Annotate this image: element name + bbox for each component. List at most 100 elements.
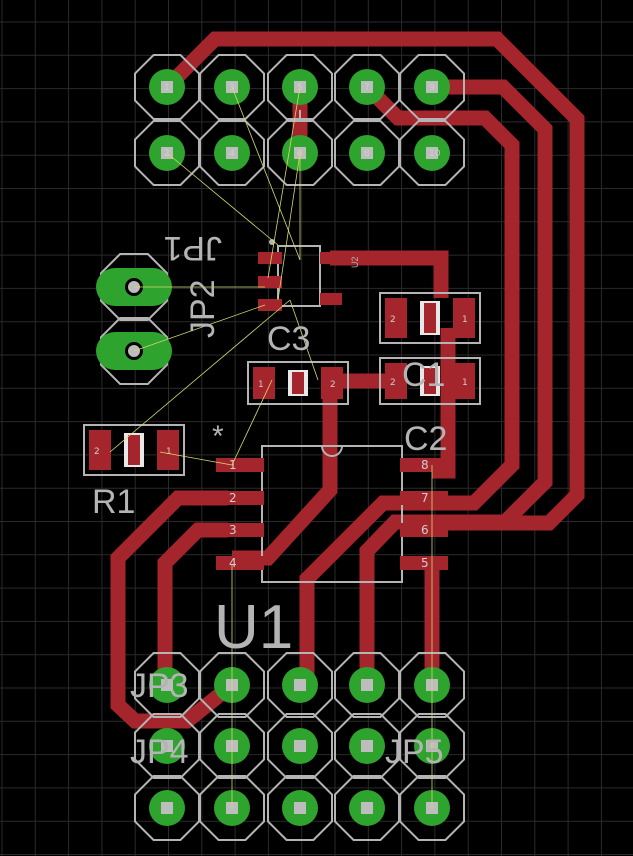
label-u2: U2 <box>350 256 360 268</box>
trace-jp1-pin1-to-u1-pin8 <box>161 31 585 531</box>
trace-jp1-pin9-to-u1-pin5 <box>359 79 553 685</box>
airwire <box>159 451 233 466</box>
pad-hole <box>161 679 173 691</box>
header-outline <box>267 713 333 779</box>
header-outline <box>334 54 400 120</box>
c1-outline <box>379 292 481 344</box>
asterisk-marker: * <box>212 420 224 453</box>
header-outline <box>199 120 265 186</box>
c2-pin-number: 1 <box>462 378 468 388</box>
label-jp1: JP1 <box>163 229 222 267</box>
header-outline <box>134 713 200 779</box>
u1-pin-number: 3 <box>229 523 237 537</box>
u1-pin-number: 1 <box>229 458 237 472</box>
pad-hole <box>426 147 438 159</box>
airwires <box>109 86 433 808</box>
u2-pad <box>258 252 282 264</box>
trace-u1-pin3-to-jp3 <box>157 522 228 685</box>
pad-hole <box>161 740 173 752</box>
header-outline <box>399 713 465 779</box>
header-outline <box>334 652 400 718</box>
u1-pad <box>216 491 264 505</box>
u1-pin-number: 4 <box>229 556 237 570</box>
c1-pad <box>385 298 407 338</box>
airwire <box>267 86 301 279</box>
trace-c1-to-u1-pin8 <box>330 250 449 298</box>
header-outline <box>399 775 465 841</box>
u1-notch <box>321 445 343 457</box>
r1-body-inner <box>128 435 140 465</box>
pad-hole <box>426 81 438 93</box>
header-outline <box>199 775 265 841</box>
u2-pad <box>258 299 282 311</box>
header-outline <box>199 652 265 718</box>
label-c1: C1 <box>402 356 445 394</box>
u1-pad <box>400 523 448 537</box>
pad-number: 8 <box>364 149 370 159</box>
u1-pin-number: 7 <box>421 491 429 505</box>
silkscreen-labels: JP1 JP2 C3 C1 C2 R1 U1 U2 JP3 JP4 JP5 * <box>92 229 447 771</box>
r1-pin-number: 2 <box>94 447 100 457</box>
pad-hole <box>226 147 238 159</box>
label-jp5: JP5 <box>385 733 444 771</box>
header-outline <box>399 120 465 186</box>
pad-number: 1 <box>164 83 170 93</box>
label-u1: U1 <box>214 593 293 662</box>
u1-pad <box>400 458 448 472</box>
pad-number: 3 <box>229 83 235 93</box>
silkscreen-outlines <box>100 54 465 841</box>
airwire <box>231 379 273 466</box>
pad-number: 2 <box>164 149 170 159</box>
r1-pad <box>157 430 179 470</box>
airwire <box>133 304 266 352</box>
r1-pin-number: 1 <box>166 447 172 457</box>
c2-body-inner <box>424 368 436 394</box>
c3-pad <box>321 367 343 399</box>
header-outline <box>134 120 200 186</box>
label-c2: C2 <box>404 420 447 458</box>
pad-hole <box>294 740 306 752</box>
label-jp2: JP2 <box>184 279 222 338</box>
c3-outline <box>247 361 349 405</box>
u2-pad <box>320 252 342 264</box>
u1-pin-number: 8 <box>421 458 429 472</box>
airwire <box>109 299 291 453</box>
header-outline <box>334 120 400 186</box>
pad-number: 4 <box>229 149 235 159</box>
r1-pad <box>89 430 111 470</box>
r1-outline <box>83 424 185 476</box>
airwire <box>166 152 279 246</box>
c1-pin-number: 1 <box>462 315 468 325</box>
c1-pad <box>453 298 475 338</box>
c3-pin-number: 1 <box>258 380 264 390</box>
pad-hole <box>361 81 373 93</box>
airwire <box>231 86 301 261</box>
label-jp4: JP4 <box>130 733 189 771</box>
pad-number: 10 <box>429 149 441 159</box>
u1-pad <box>400 556 448 570</box>
u1-outline <box>261 445 403 583</box>
header-outline <box>399 54 465 120</box>
u1-pad <box>216 556 264 570</box>
c2-pin-number: 2 <box>390 378 396 388</box>
c2-pad <box>453 363 475 399</box>
pad-hole <box>294 802 306 814</box>
u2-pad <box>320 293 342 305</box>
u2-pad <box>258 276 282 288</box>
u1-pin-number: 6 <box>421 523 429 537</box>
pad-hole <box>361 679 373 691</box>
label-c3: C3 <box>267 320 310 358</box>
airwire <box>277 152 301 301</box>
label-jp3: JP3 <box>130 667 189 705</box>
header-outline <box>334 775 400 841</box>
header-outline <box>134 652 200 718</box>
header-outline <box>199 54 265 120</box>
u1-pad <box>400 491 448 505</box>
c1-body-inner <box>424 303 436 333</box>
pad-hole <box>361 147 373 159</box>
airwire <box>289 299 319 381</box>
c3-pad <box>253 367 275 399</box>
label-r1: R1 <box>92 483 135 521</box>
c2-outline <box>379 357 481 405</box>
